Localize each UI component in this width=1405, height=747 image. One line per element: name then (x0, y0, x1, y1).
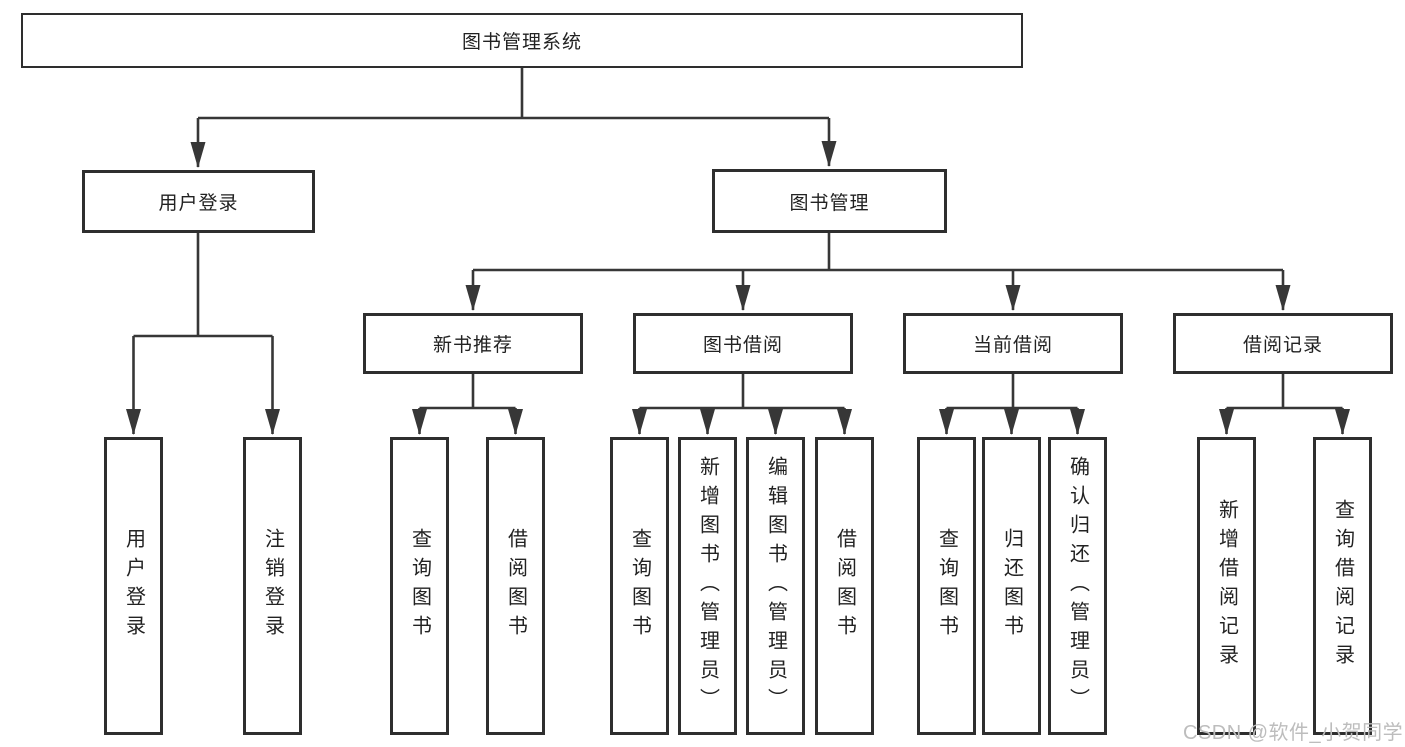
leaf-logout-label: 注销登录 (261, 528, 284, 644)
leaf-borrow-books-label: 借阅图书 (833, 528, 856, 644)
node-borrow-records-label: 借阅记录 (1242, 335, 1323, 356)
node-book-management-label: 图书管理 (789, 192, 870, 214)
csdn-watermark: CSDN @软件_小贺同学 (1183, 722, 1404, 744)
leaf-query-books-recommend-label: 查询图书 (408, 528, 431, 644)
node-new-book-recommend-label: 新书推荐 (432, 335, 513, 356)
node-book-management: 图书管理 (712, 169, 947, 233)
leaf-query-books-current: 查询图书 (917, 437, 976, 735)
leaf-add-books-admin: 新增图书（管理员） (678, 437, 737, 735)
leaf-query-books-recommend: 查询图书 (390, 437, 449, 735)
node-book-borrow-label: 图书借阅 (702, 335, 783, 356)
leaf-borrow-books: 借阅图书 (815, 437, 874, 735)
leaf-confirm-return-admin-label: 确认归还（管理员） (1066, 455, 1089, 717)
leaf-logout: 注销登录 (243, 437, 302, 735)
node-book-borrow: 图书借阅 (633, 313, 853, 374)
leaf-edit-books-admin: 编辑图书（管理员） (746, 437, 805, 735)
node-current-borrow-label: 当前借阅 (972, 335, 1053, 356)
leaf-borrow-books-recommend: 借阅图书 (486, 437, 545, 735)
leaf-user-login-label: 用户登录 (122, 528, 145, 644)
node-borrow-records: 借阅记录 (1173, 313, 1393, 374)
leaf-add-borrow-record-label: 新增借阅记录 (1215, 499, 1238, 673)
leaf-query-books-borrow: 查询图书 (610, 437, 669, 735)
node-user-login-label: 用户登录 (158, 193, 239, 214)
leaf-return-books-label: 归还图书 (1000, 528, 1023, 644)
leaf-add-books-admin-label: 新增图书（管理员） (696, 455, 719, 717)
leaf-confirm-return-admin: 确认归还（管理员） (1048, 437, 1107, 735)
leaf-query-books-borrow-label: 查询图书 (628, 528, 651, 644)
leaf-user-login: 用户登录 (104, 437, 163, 735)
node-new-book-recommend: 新书推荐 (363, 313, 583, 374)
leaf-query-borrow-record-label: 查询借阅记录 (1331, 499, 1354, 673)
node-user-login: 用户登录 (82, 170, 315, 233)
node-root-label: 图书管理系统 (461, 32, 582, 53)
node-current-borrow: 当前借阅 (903, 313, 1123, 374)
leaf-query-books-current-label: 查询图书 (935, 528, 958, 644)
leaf-edit-books-admin-label: 编辑图书（管理员） (764, 455, 787, 717)
leaf-add-borrow-record: 新增借阅记录 (1197, 437, 1256, 735)
node-root: 图书管理系统 (21, 13, 1023, 68)
leaf-return-books: 归还图书 (982, 437, 1041, 735)
leaf-query-borrow-record: 查询借阅记录 (1313, 437, 1372, 735)
leaf-borrow-books-recommend-label: 借阅图书 (504, 528, 527, 644)
